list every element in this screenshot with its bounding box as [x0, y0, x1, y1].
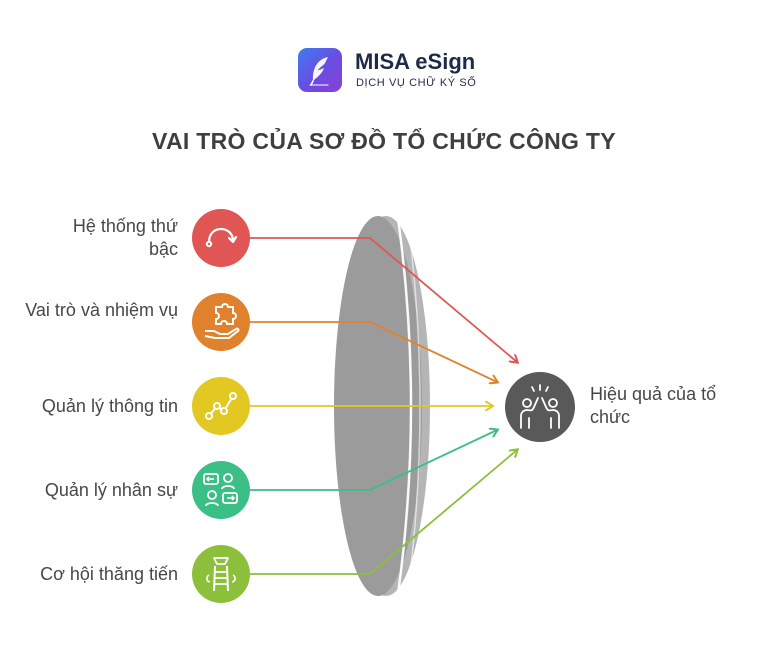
brand-subtitle: DỊCH VỤ CHỮ KÝ SỐ — [356, 77, 477, 89]
label-promotion: Cơ hội thăng tiến — [40, 564, 178, 584]
brand-logo: MISA eSign DỊCH VỤ CHỮ KÝ SỐ — [298, 46, 498, 94]
puzzle-hand-icon — [192, 293, 250, 351]
brand-name: MISA eSign — [355, 49, 476, 74]
connector-hr — [250, 430, 497, 491]
curved-arrow-icon — [192, 209, 250, 267]
ladder-icon — [192, 545, 250, 603]
label-organizational-effectiveness: Hiệu quả của tổ chức — [590, 384, 717, 427]
label-hierarchy: Hệ thống thứ bậc — [72, 216, 178, 259]
label-roles: Vai trò và nhiệm vụ — [25, 300, 178, 320]
connector-roles — [250, 321, 497, 382]
connector-promotion — [250, 450, 517, 575]
high-five-icon — [505, 372, 575, 442]
people-exchange-icon — [192, 461, 250, 519]
connector-hierarchy — [250, 237, 517, 362]
page-title: VAI TRÒ CỦA SƠ ĐỒ TỔ CHỨC CÔNG TY — [152, 128, 616, 154]
label-hr: Quản lý nhân sự — [44, 480, 178, 500]
label-information: Quản lý thông tin — [41, 396, 178, 416]
line-graph-icon — [192, 377, 250, 435]
quill-icon — [298, 48, 342, 92]
